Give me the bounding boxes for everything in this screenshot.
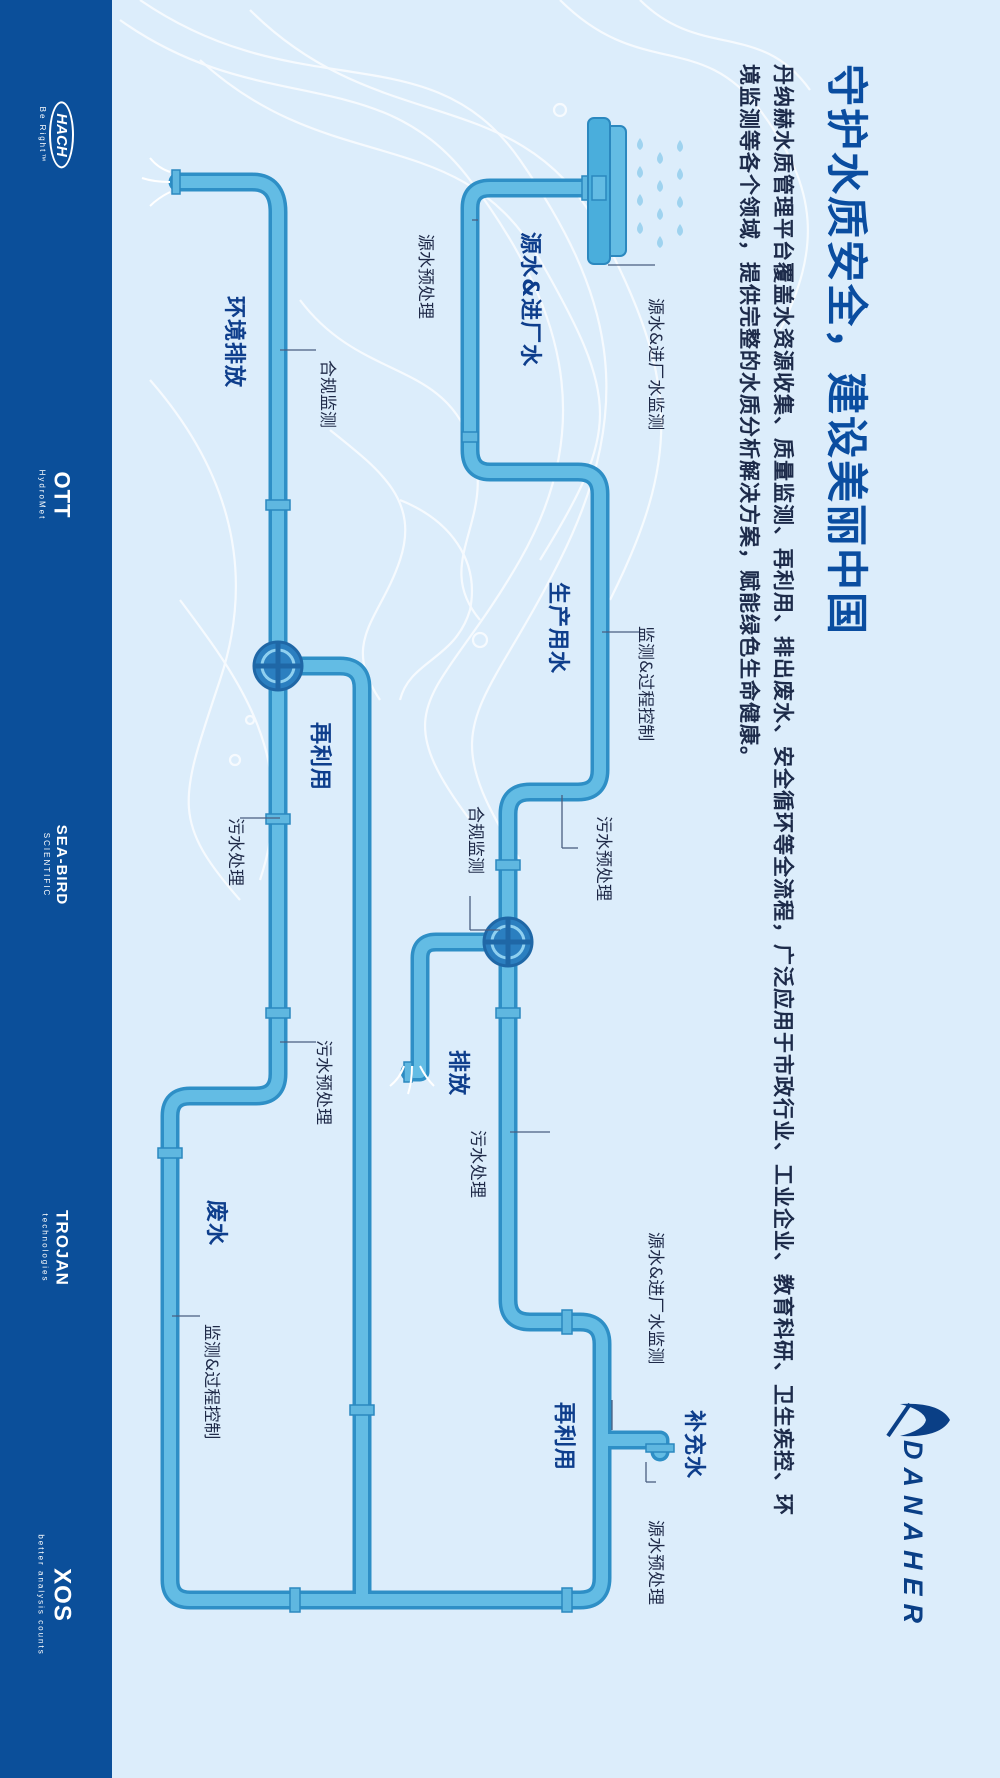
section-discharge: 排放 [445,1050,470,1097]
section-source-intake: 源水&进厂水 [517,232,542,368]
label-monitor-process-1: 监测&过程控制 [635,626,655,742]
label-source-pretreat-2: 源水预处理 [645,1520,665,1605]
label-sewage-treat-2: 污水处理 [225,818,245,886]
label-compliance-2: 合规监测 [317,360,337,428]
label-monitor-process-2: 监测&过程控制 [201,1324,221,1440]
label-sewage-pretreat-1: 污水预处理 [593,816,613,901]
valve-wheel-icon [252,640,304,692]
water-drop-icon [637,138,683,248]
section-wastewater: 废水 [203,1200,228,1247]
brand-bar: HACH Be Right™ OTT HydroMet SEA-BIRD SCI… [0,0,112,1778]
label-source-monitor-2: 源水&进厂水监测 [645,1232,665,1365]
valve-wheel-icon [482,916,534,968]
shower-head-icon [587,117,627,265]
danaher-logo-icon [886,1402,950,1438]
danaher-wordmark: DANAHER [898,1440,928,1631]
label-sewage-pretreat-2: 污水预处理 [313,1040,333,1125]
label-compliance-1: 合规监测 [465,806,485,874]
page-title: 守护水质安全，建设美丽中国 [822,64,871,637]
intro-line-1: 丹纳赫水质管理平台覆盖水资源收集、质量监测、再利用、排出废水、安全循环等全流程，… [771,64,795,1516]
label-source-monitor-1: 源水&进厂水监测 [645,298,665,431]
label-sewage-treat-1: 污水处理 [467,1130,487,1198]
section-reuse-lower: 再利用 [307,722,332,792]
section-supplement-water: 补充水 [681,1410,706,1480]
label-source-pretreat-1: 源水预处理 [415,234,435,319]
section-reuse-upper: 再利用 [551,1402,576,1472]
water-splash-icon [141,157,435,1095]
section-production-water: 生产用水 [545,582,570,675]
intro-line-2: 境监测等各个领域，提供完整的水质分析解决方案，赋能绿色生命健康。 [737,64,761,768]
section-env-discharge: 环境排放 [221,296,246,389]
